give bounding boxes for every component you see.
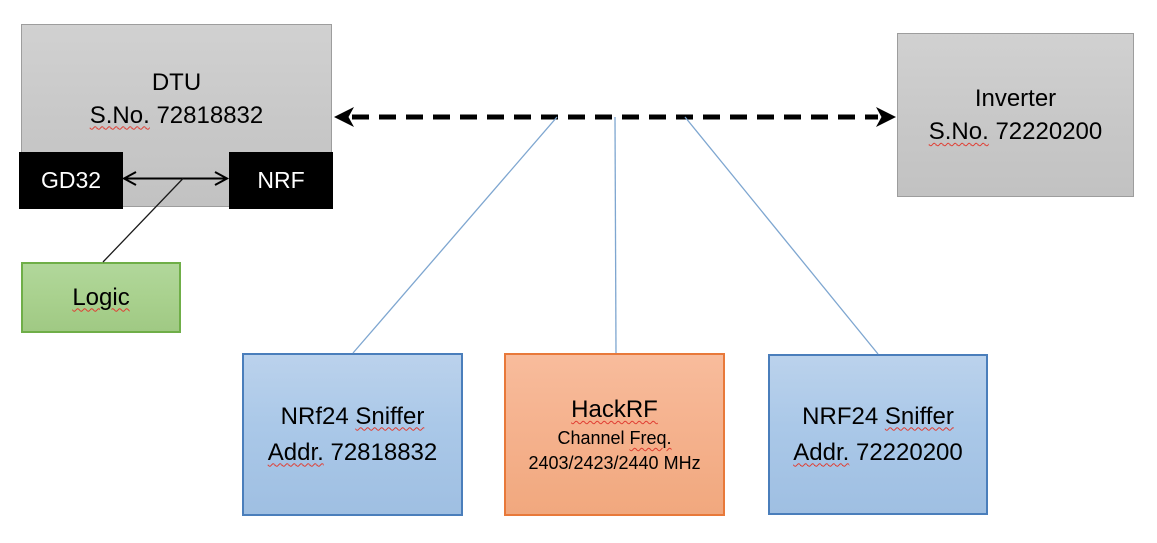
hackrf-title: HackRF	[571, 396, 658, 423]
hackrf-channel-line: Channel Freq.	[557, 428, 672, 448]
inverter-serial: S.No. 72220200	[928, 118, 1103, 145]
dtu-title: DTU	[151, 68, 202, 96]
dashed-arrowhead-left-icon	[334, 107, 354, 127]
sniffer-right-connector	[684, 116, 879, 355]
sniffer-left-connector	[352, 116, 558, 354]
sniffer-right-box: NRF24 Sniffer Addr. 72220200	[768, 354, 988, 515]
dashed-arrowhead-right-icon	[876, 107, 896, 127]
hackrf-box: HackRF Channel Freq. 2403/2423/2440 MHz	[504, 353, 725, 516]
hackrf-frequencies: 2403/2423/2440 MHz	[528, 453, 701, 473]
sniffer-left-box: NRf24 Sniffer Addr. 72818832	[242, 353, 463, 516]
dtu-serial: S.No. 72818832	[89, 101, 264, 129]
gd32-chip-label: GD32	[40, 167, 102, 193]
inverter-box: Inverter S.No. 72220200	[897, 33, 1134, 197]
nrf-chip-label: NRF	[257, 167, 305, 193]
sniffer-right-name: NRF24 Sniffer	[802, 402, 954, 430]
sniffer-left-addr: Addr. 72818832	[267, 438, 438, 466]
hackrf-connector	[614, 116, 617, 354]
nrf-chip: NRF	[229, 152, 333, 209]
inverter-title: Inverter	[974, 85, 1057, 112]
gd32-chip: GD32	[19, 152, 123, 209]
sniffer-left-name: NRf24 Sniffer	[280, 402, 425, 430]
logic-label: Logic	[72, 283, 130, 311]
logic-box: Logic	[21, 262, 181, 333]
sniffer-right-addr: Addr. 72220200	[793, 438, 963, 466]
